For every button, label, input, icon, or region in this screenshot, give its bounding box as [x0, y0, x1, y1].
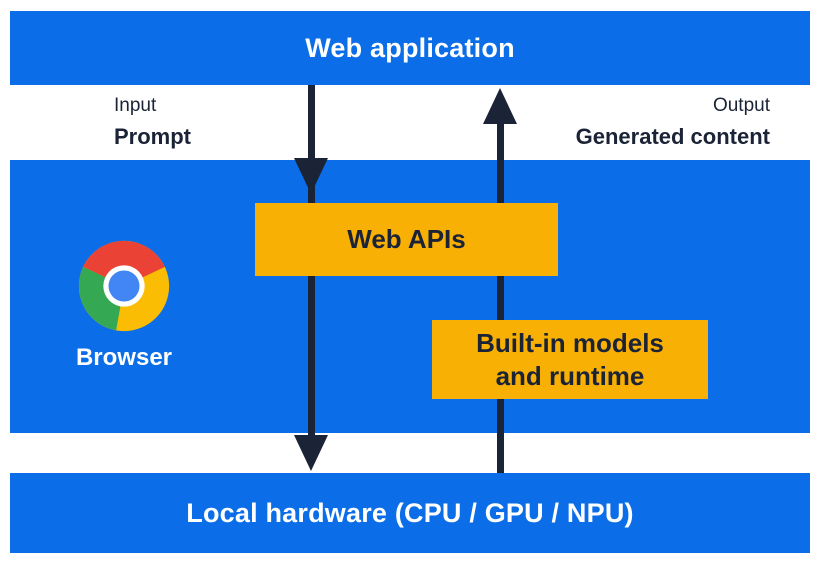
output-title: Output [712, 95, 770, 116]
builtin-models-box: Built-in models and runtime [432, 320, 708, 399]
output-value-generated-content: Generated content [575, 124, 770, 150]
local-hardware-bar: Local hardware (CPU / GPU / NPU) [10, 473, 810, 553]
input-label-group: Input Prompt [114, 94, 191, 151]
down-arrowhead-into-hardware [294, 435, 328, 471]
input-value-prompt: Prompt [114, 124, 191, 150]
builtin-models-label-line1: Built-in models [476, 328, 664, 358]
down-arrowhead-into-browser [294, 158, 328, 194]
output-label-group: Output Generated content [576, 94, 770, 151]
chrome-browser-icon [78, 240, 170, 332]
web-apis-box: Web APIs [255, 203, 558, 276]
up-arrowhead-into-web-application [483, 88, 517, 124]
web-application-label: Web application [305, 32, 515, 63]
web-apis-label: Web APIs [347, 224, 466, 255]
web-application-bar: Web application [10, 11, 810, 85]
builtin-models-label-line2: and runtime [495, 360, 645, 391]
local-hardware-label: Local hardware (CPU / GPU / NPU) [186, 497, 634, 528]
browser-label: Browser [75, 344, 173, 371]
generated-content-up-arrow-line [497, 120, 504, 473]
input-title: Input [114, 95, 157, 116]
